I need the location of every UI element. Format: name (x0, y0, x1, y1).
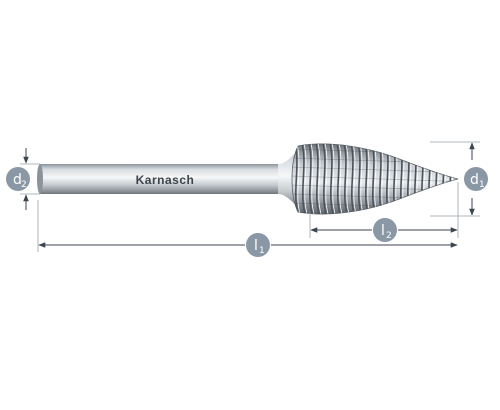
d1-letter: d (470, 172, 479, 188)
l1-badge: l 1 (246, 233, 270, 257)
l1-letter: l (254, 238, 258, 254)
d2-badge: d 2 (6, 167, 30, 191)
d2-subscript: 2 (21, 180, 27, 190)
l2-badge: l 2 (373, 218, 397, 242)
l2-subscript: 2 (386, 231, 392, 241)
d1-subscript: 1 (479, 180, 485, 190)
brand-label: Karnasch (136, 173, 195, 187)
extension-lines (20, 141, 480, 252)
cutting-head (291, 143, 459, 215)
d1-badge: d 1 (464, 167, 488, 191)
l2-letter: l (381, 223, 385, 239)
d2-letter: d (13, 172, 22, 188)
l1-subscript: 1 (259, 246, 265, 256)
